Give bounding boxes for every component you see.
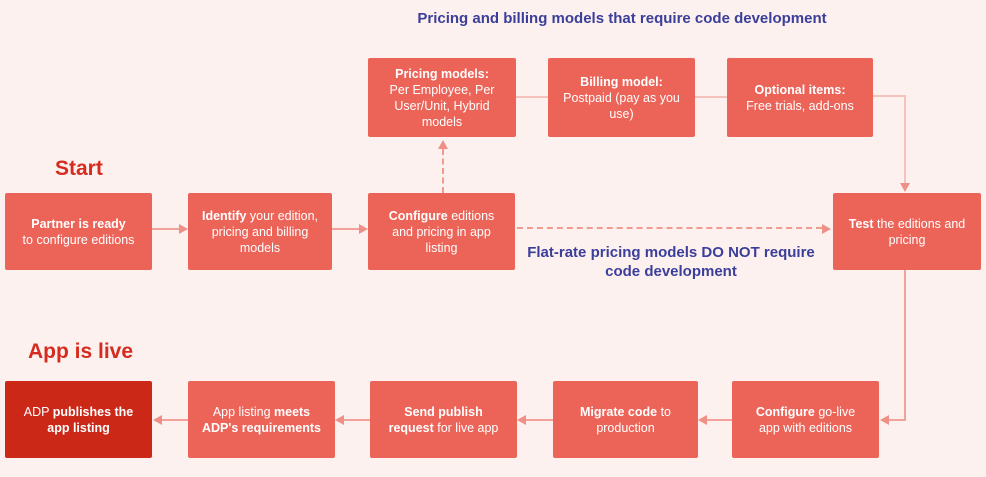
flow-box-billing-model: Billing model:Postpaid (pay as you use) (548, 58, 695, 137)
connector-migrate-send (526, 419, 553, 421)
app-is-live-label: App is live (28, 340, 134, 363)
connector-pricing-billing (516, 96, 548, 98)
flow-box-configure-editions-text: Configure editions and pricing in app li… (388, 208, 495, 255)
flow-box-optional-items-text: Optional items:Free trials, add-ons (746, 82, 854, 113)
arrowhead-right (359, 224, 368, 234)
arrowhead-left (698, 415, 707, 425)
connector-identify-configure (332, 228, 359, 230)
flow-box-send-publish: Send publish request for live app (370, 381, 517, 458)
flow-box-test: Test the editions and pricing (833, 193, 981, 270)
flow-box-adp-publishes: ADP publishes the app listing (5, 381, 152, 458)
flow-box-configure-golive-text: Configure go-live app with editions (755, 404, 856, 435)
connector-test-golive-vertical (904, 270, 906, 421)
connector-send-applisting (344, 419, 370, 421)
diagram-title: Pricing and billing models that require … (417, 10, 827, 27)
flow-box-pricing-models-text: Pricing models:Per Employee, Per User/Un… (389, 66, 495, 129)
connector-partner-identify (152, 228, 179, 230)
connector-optional-test-vertical (904, 95, 906, 183)
connector-optional-test-horizontal (873, 95, 906, 97)
arrowhead-right (822, 224, 831, 234)
flow-box-configure-golive: Configure go-live app with editions (732, 381, 879, 458)
flow-box-app-listing-meets-text: App listing meets ADP's requirements (202, 404, 321, 435)
dashed-connector-configure-test (517, 227, 822, 229)
dashed-connector-configure-pricing (442, 149, 444, 193)
arrowhead-left (335, 415, 344, 425)
flow-box-test-text: Test the editions and pricing (848, 216, 966, 247)
flow-box-send-publish-text: Send publish request for live app (388, 404, 499, 435)
arrowhead-right (179, 224, 188, 234)
flow-box-identify-text: Identify your edition, pricing and billi… (201, 208, 319, 255)
connector-applisting-adp (162, 419, 188, 421)
flow-box-billing-model-text: Billing model:Postpaid (pay as you use) (563, 74, 680, 121)
arrowhead-left (517, 415, 526, 425)
flow-box-adp-publishes-text: ADP publishes the app listing (23, 404, 134, 435)
flow-box-pricing-models: Pricing models:Per Employee, Per User/Un… (368, 58, 516, 137)
flow-box-configure-editions: Configure editions and pricing in app li… (368, 193, 515, 270)
connector-test-golive-horizontal (889, 419, 906, 421)
flow-box-optional-items: Optional items:Free trials, add-ons (727, 58, 873, 137)
flow-box-app-listing-meets: App listing meets ADP's requirements (188, 381, 335, 458)
start-label: Start (55, 157, 103, 180)
flat-rate-note: Flat-rate pricing models DO NOT require … (527, 244, 815, 280)
flow-box-migrate-code: Migrate code to production (553, 381, 698, 458)
arrowhead-up (438, 140, 448, 149)
arrowhead-left (153, 415, 162, 425)
arrowhead-left (880, 415, 889, 425)
connector-billing-optional (695, 96, 727, 98)
connector-golive-migrate (707, 419, 732, 421)
flow-box-identify: Identify your edition, pricing and billi… (188, 193, 332, 270)
arrowhead-down (900, 183, 910, 192)
flow-box-migrate-code-text: Migrate code to production (579, 404, 671, 435)
